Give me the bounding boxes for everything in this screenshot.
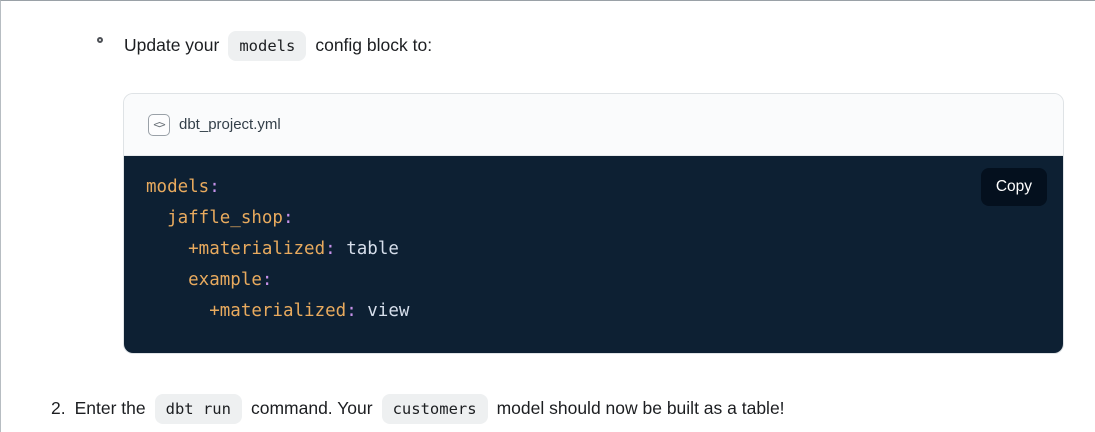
inline-code-dbt-run: dbt run <box>154 394 242 424</box>
code-line: jaffle_shop: <box>146 203 1063 234</box>
code-pre: models: jaffle_shop: +materialized: tabl… <box>146 172 1063 327</box>
code-token-punct: : <box>325 239 336 259</box>
code-token-key: example <box>146 270 262 290</box>
code-block-content: Copy models: jaffle_shop: +materialized:… <box>124 156 1063 353</box>
code-token-punct: : <box>282 208 294 228</box>
code-token-punct: : <box>346 301 357 321</box>
list-bullet-icon <box>97 37 103 43</box>
code-token-key: +materialized <box>146 239 326 259</box>
list-item-update-models: Update your models config block to: <box>97 31 432 61</box>
code-block-filename: dbt_project.yml <box>179 116 281 133</box>
step-item-2: 2. Enter the dbt run command. Your custo… <box>51 394 785 424</box>
code-line: +materialized: view <box>146 296 1063 327</box>
code-token-punct: : <box>261 270 273 290</box>
step-text-suffix: model should now be built as a table! <box>496 398 785 418</box>
code-line: +materialized: table <box>146 234 1063 265</box>
code-block-title-bar: <> dbt_project.yml <box>124 94 1063 156</box>
code-file-icon: <> <box>148 113 170 136</box>
list-item-text-prefix: Update your <box>124 35 220 55</box>
code-token-value: table <box>335 239 399 259</box>
copy-button[interactable]: Copy <box>980 168 1047 206</box>
step-number: 2. <box>51 398 66 418</box>
code-token-value: view <box>356 301 410 321</box>
code-token-key: +materialized <box>146 301 347 321</box>
inline-code-customers: customers <box>381 394 488 424</box>
code-block-card: <> dbt_project.yml Copy models: jaffle_s… <box>123 93 1064 354</box>
code-file-icon-glyph: <> <box>153 118 165 131</box>
list-item-text-suffix: config block to: <box>315 35 433 55</box>
step-text-prefix: Enter the <box>74 398 146 418</box>
code-line: models: <box>146 172 1063 203</box>
code-line: example: <box>146 265 1063 296</box>
inline-code-models: models <box>228 31 307 61</box>
code-token-key: models <box>146 177 210 197</box>
code-token-punct: : <box>209 177 220 197</box>
code-token-key: jaffle_shop <box>146 208 283 228</box>
step-text-middle: command. Your <box>250 398 373 418</box>
